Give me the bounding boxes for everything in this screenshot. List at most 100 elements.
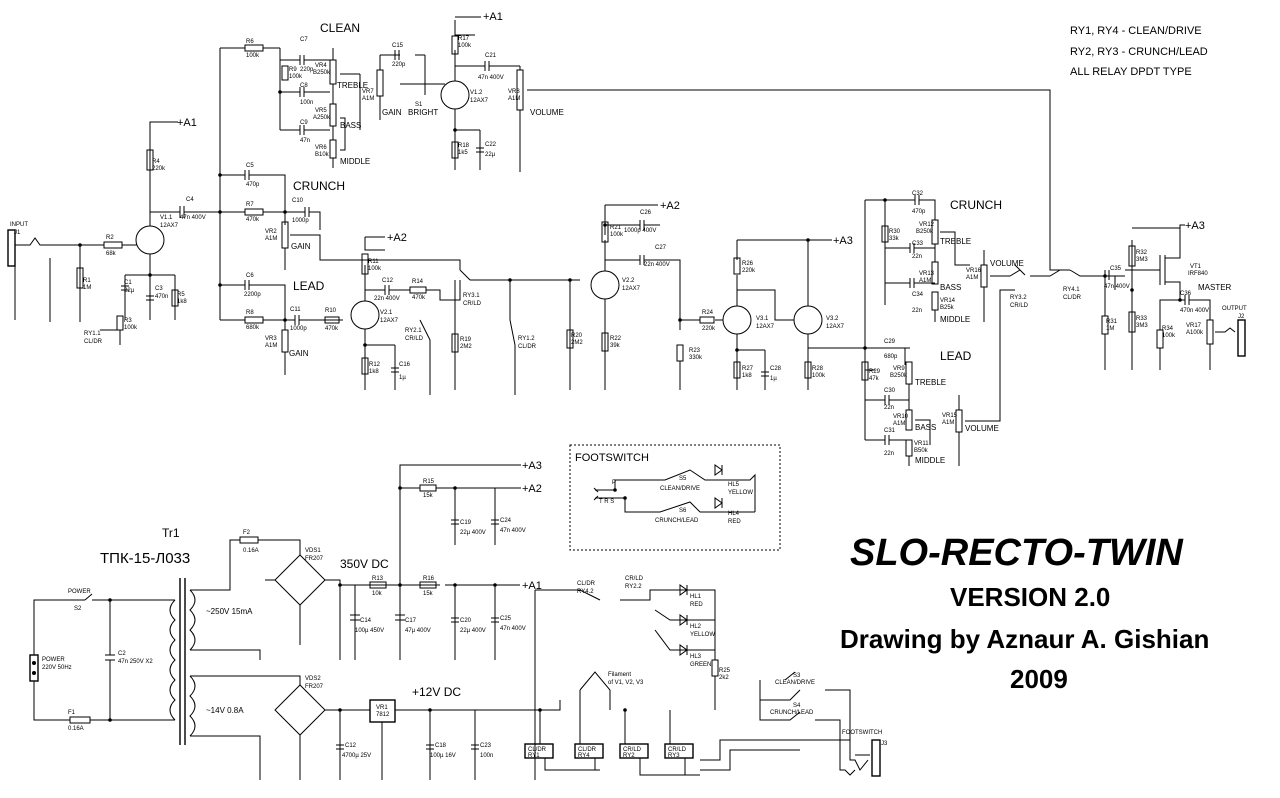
lbl-c20-v: 22µ 400V bbox=[460, 628, 486, 634]
fs-s5-label: CLEAN/DRIVE bbox=[660, 486, 700, 492]
fs-s3-label: CLEAN/DRIVE bbox=[775, 680, 815, 686]
label-vds1: VDS1 bbox=[305, 548, 321, 554]
lbl-c36-v: 470n 400V bbox=[1180, 308, 1209, 314]
lbl-c6-v: 2200p bbox=[244, 292, 261, 298]
lbl-c29-v: 680p bbox=[884, 354, 898, 360]
label-j3: J3 bbox=[881, 741, 888, 747]
fs-hl3-color: GREEN bbox=[690, 662, 711, 668]
label-secondary-1: ~250V 15mA bbox=[206, 607, 253, 616]
title-year: 2009 bbox=[1010, 664, 1068, 694]
rail-a1-supply: +A1 bbox=[522, 580, 542, 592]
lbl-r33: R33 bbox=[1136, 316, 1148, 322]
lbl-r4-v: 220k bbox=[152, 166, 166, 172]
lbl-r9-v: 100k bbox=[289, 74, 303, 80]
lbl-c3-v: 470n bbox=[155, 294, 168, 300]
rail-a2-v22: +A2 bbox=[660, 200, 680, 212]
label-volume-crunch: VOLUME bbox=[990, 259, 1024, 268]
lbl-r3-v: 100k bbox=[124, 325, 138, 331]
label-j1: J1 bbox=[14, 230, 21, 236]
lbl-vr17-v: A100k bbox=[1186, 330, 1204, 336]
lbl-r26: R26 bbox=[742, 261, 754, 267]
title-name: SLO-RECTO-TWIN bbox=[850, 532, 1184, 574]
note-line-2: RY2, RY3 - CRUNCH/LEAD bbox=[1070, 46, 1208, 58]
lbl-c26-v: 1000p 400V bbox=[624, 228, 656, 234]
lbl-vr8-v: A1M bbox=[508, 96, 520, 102]
fs-s4: S4 bbox=[793, 703, 801, 709]
fs-hl5-color: YELLOW bbox=[728, 490, 753, 496]
fs-hl2-color: YELLOW bbox=[690, 632, 715, 638]
lbl-c33: C33 bbox=[912, 241, 924, 247]
lbl-c5-v: 470p bbox=[246, 182, 260, 188]
lbl-r30-v: 33k bbox=[889, 236, 900, 242]
relay-ry31-sub: CR/LD bbox=[463, 301, 482, 307]
label-power-switch: POWER bbox=[68, 589, 91, 595]
lbl-c29: C29 bbox=[884, 339, 896, 345]
lbl-vr15-v: A1M bbox=[942, 420, 954, 426]
lbl-vr5: VR5 bbox=[315, 108, 327, 114]
lbl-r18-v: 1k5 bbox=[458, 150, 468, 156]
lbl-vr12: VR12 bbox=[919, 222, 935, 228]
tube-v31-ref: V3.1 bbox=[756, 316, 769, 322]
tube-v22-ref: V2.2 bbox=[622, 278, 635, 284]
lbl-c36: C36 bbox=[1180, 291, 1192, 297]
lbl-c12b-v: 4700µ 25V bbox=[342, 753, 371, 759]
title-version: VERSION 2.0 bbox=[950, 582, 1110, 612]
lbl-r17: R17 bbox=[458, 36, 470, 42]
lbl-vr6: VR6 bbox=[315, 145, 327, 151]
footswitch-labels: S5 CLEAN/DRIVE S6 CRUNCH/LEAD HL5 YELLOW… bbox=[599, 476, 815, 716]
lbl-vr8: VR8 bbox=[508, 89, 520, 95]
lbl-r19-v: 2M2 bbox=[460, 344, 472, 350]
fs-s5: S5 bbox=[679, 476, 687, 482]
lbl-vr16-v: A1M bbox=[966, 275, 978, 281]
preamp-wiring bbox=[7, 20, 1246, 466]
lbl-c12b: C12 bbox=[345, 743, 357, 749]
lbl-vr11-v: B50k bbox=[914, 448, 929, 454]
lbl-c23: C23 bbox=[480, 743, 492, 749]
tube-v11-ref: V1.1 bbox=[160, 215, 173, 221]
lbl-c24: C24 bbox=[500, 518, 512, 524]
footswitch-box bbox=[569, 444, 781, 551]
fs-s4-label: CRUNCH/LEAD bbox=[770, 710, 814, 716]
lbl-r17-v: 100k bbox=[458, 43, 472, 49]
label-f1-value: 0.16A bbox=[68, 726, 84, 732]
junction-dots bbox=[32, 90, 1182, 722]
rail-a1-v12: +A1 bbox=[483, 11, 503, 23]
lbl-r28-v: 100k bbox=[812, 373, 826, 379]
lbl-r16-v: 15k bbox=[423, 591, 434, 597]
power-labels: Tr1 ТПК-15-Л033 350V DC +12V DC ~250V 15… bbox=[42, 526, 644, 732]
lbl-r22-v: 39k bbox=[610, 343, 621, 349]
lbl-r30: R30 bbox=[889, 229, 901, 235]
notes: RY1, RY4 - CLEAN/DRIVE RY2, RY3 - CRUNCH… bbox=[1070, 25, 1208, 78]
lbl-c1-v: 22µ bbox=[124, 288, 135, 294]
lbl-r12: R12 bbox=[369, 362, 381, 368]
lbl-r24-v: 220k bbox=[702, 326, 716, 332]
lbl-r11: R11 bbox=[368, 259, 379, 265]
fs-hl5: HL5 bbox=[728, 482, 740, 488]
coil-ry4-label: CL/DR bbox=[578, 747, 597, 753]
lbl-c26: C26 bbox=[640, 210, 652, 216]
label-secondary-2: ~14V 0.8A bbox=[206, 706, 244, 715]
label-gain-clean: GAIN bbox=[382, 108, 402, 117]
title-author: Drawing by Aznaur A. Gishian bbox=[840, 624, 1209, 654]
lbl-vr7: VR7 bbox=[362, 89, 374, 95]
lbl-c9-v: 47n bbox=[300, 138, 310, 144]
lbl-c22: C22 bbox=[485, 142, 497, 148]
label-vds2-value: FR207 bbox=[305, 684, 324, 690]
lbl-r14-v: 470k bbox=[412, 295, 426, 301]
lbl-vr11: VR11 bbox=[914, 441, 929, 447]
lbl-r6: R6 bbox=[246, 39, 254, 45]
lbl-r8: R8 bbox=[246, 310, 254, 316]
tube-v21-ref: V2.1 bbox=[380, 310, 393, 316]
lbl-c9: C9 bbox=[300, 120, 308, 126]
tube-labels: V1.1 12AX7 V1.2 12AX7 V2.1 12AX7 V2.2 12… bbox=[160, 90, 845, 330]
lbl-vr14-v: B25k bbox=[940, 305, 955, 311]
section-crunch: CRUNCH bbox=[293, 179, 345, 193]
relay-ry21: RY2.1 bbox=[405, 328, 422, 334]
relay-ry32-sub: CR/LD bbox=[1010, 303, 1029, 309]
relay-ry22: RY2.2 bbox=[625, 584, 642, 590]
coil-ry2-label: CR/LD bbox=[623, 747, 642, 753]
fs-s6-label: CRUNCH/LEAD bbox=[655, 518, 699, 524]
tube-v12-ref: V1.2 bbox=[470, 90, 483, 96]
lbl-vr12-v: B250k bbox=[916, 229, 934, 235]
lbl-c32-v: 470p bbox=[912, 209, 926, 215]
